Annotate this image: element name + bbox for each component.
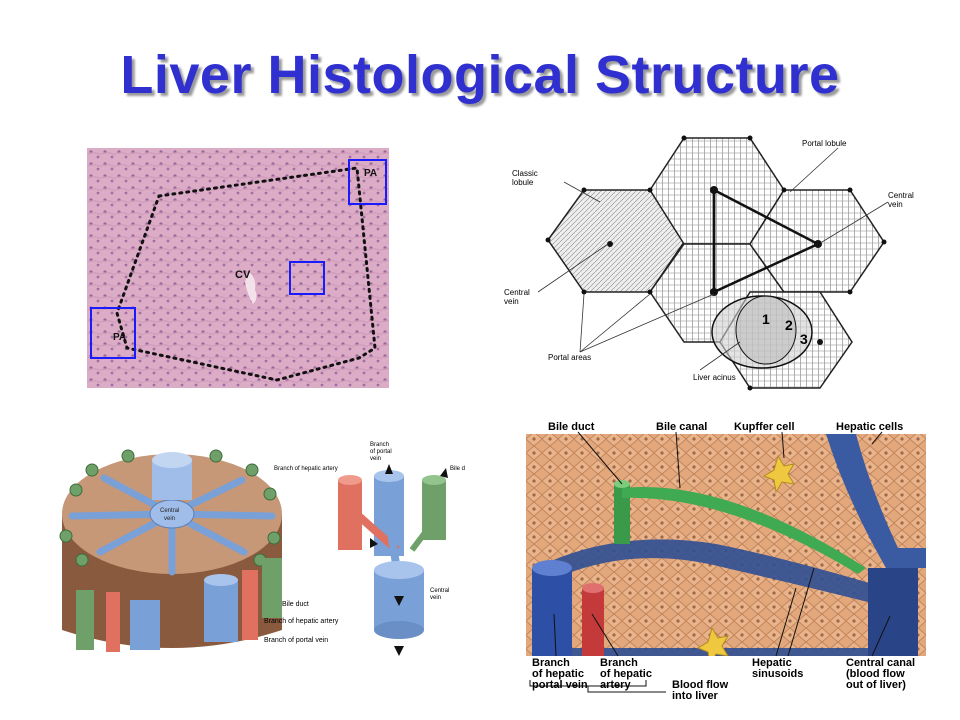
- hepatic-cells-label: Hepatic cells: [836, 421, 903, 433]
- page-title: Liver Histological Structure: [120, 45, 840, 105]
- lobule-outline: [115, 166, 377, 382]
- pa-bottom-label: PA: [113, 332, 126, 343]
- branch-hepatic-artery-label-3: artery: [600, 679, 631, 691]
- central-vein-left-label-2: vein: [504, 297, 519, 306]
- branch-hepatic-artery-label: Branch of hepatic artery: [264, 618, 339, 625]
- center-box: [289, 261, 325, 295]
- cv-label: CV: [235, 269, 251, 281]
- portal-areas-label: Portal areas: [548, 353, 591, 362]
- branch-portal-vein-label-2: of hepatic: [532, 668, 584, 680]
- histology-micrograph: CV PA PA: [87, 148, 389, 388]
- blood-flow-into-label-2: into liver: [672, 690, 719, 702]
- central-canal-label-1: Central canal: [846, 657, 915, 669]
- blood-flow-into-label-1: Blood flow: [672, 679, 729, 691]
- central-vein-right-label-2: vein: [888, 200, 903, 209]
- branch-portal-vein-label-1: Branch: [532, 657, 570, 669]
- branch-portal-vein-label: Branch of portal vein: [264, 637, 328, 644]
- kupffer-cell-label: Kupffer cell: [734, 421, 795, 433]
- top-portal-vein-label-2: of portal: [370, 449, 392, 455]
- top-bile-label: Bile d: [450, 466, 465, 472]
- top-hepatic-artery-label: Branch of hepatic artery: [274, 466, 338, 472]
- portal-lobule-label: Portal lobule: [802, 139, 847, 148]
- central-vein-label-2: vein: [164, 516, 175, 522]
- pa-top-label: PA: [364, 168, 377, 179]
- central-canal-label-2: (blood flow: [846, 668, 905, 680]
- bile-duct-label: Bile duct: [282, 601, 309, 608]
- bile-canal-label: Bile canal: [656, 421, 707, 433]
- bile-duct-label: Bile duct: [548, 421, 595, 433]
- lobule-diagram: 1 2 3 Portal lobule Classic lobule Centr…: [500, 132, 920, 392]
- cylinder-diagram: Central vein Bile duct Branch of hepatic…: [52, 440, 472, 662]
- hepatic-sinusoids-label-2: sinusoids: [752, 668, 803, 680]
- branch-hepatic-artery-label-2: of hepatic: [600, 668, 652, 680]
- top-portal-vein-label-1: Branch: [370, 442, 389, 448]
- blood-flow-illustration: Bile duct Bile canal Kupffer cell Hepati…: [526, 418, 926, 702]
- right-central-vein-label-2: vein: [430, 595, 441, 601]
- branch-portal-vein-label-3: portal vein: [532, 679, 588, 691]
- top-portal-vein-label-3: vein: [370, 456, 381, 462]
- central-vein-right-label-1: Central: [888, 191, 914, 200]
- classic-lobule-label-1: Classic: [512, 169, 538, 178]
- branch-hepatic-artery-label-1: Branch: [600, 657, 638, 669]
- zone-1: 1: [762, 311, 770, 327]
- central-vein-left-label-1: Central: [504, 288, 530, 297]
- zone-3: 3: [800, 331, 808, 347]
- liver-acinus-label: Liver acinus: [693, 373, 736, 382]
- central-vein-label-1: Central: [160, 508, 179, 514]
- hepatic-sinusoids-label-1: Hepatic: [752, 657, 792, 669]
- pa-top-box: [348, 159, 387, 205]
- zone-2: 2: [785, 317, 793, 333]
- right-central-vein-label-1: Central: [430, 588, 449, 594]
- central-canal-label-3: out of liver): [846, 679, 906, 691]
- classic-lobule-label-2: lobule: [512, 178, 534, 187]
- pa-bottom-box: [90, 307, 136, 359]
